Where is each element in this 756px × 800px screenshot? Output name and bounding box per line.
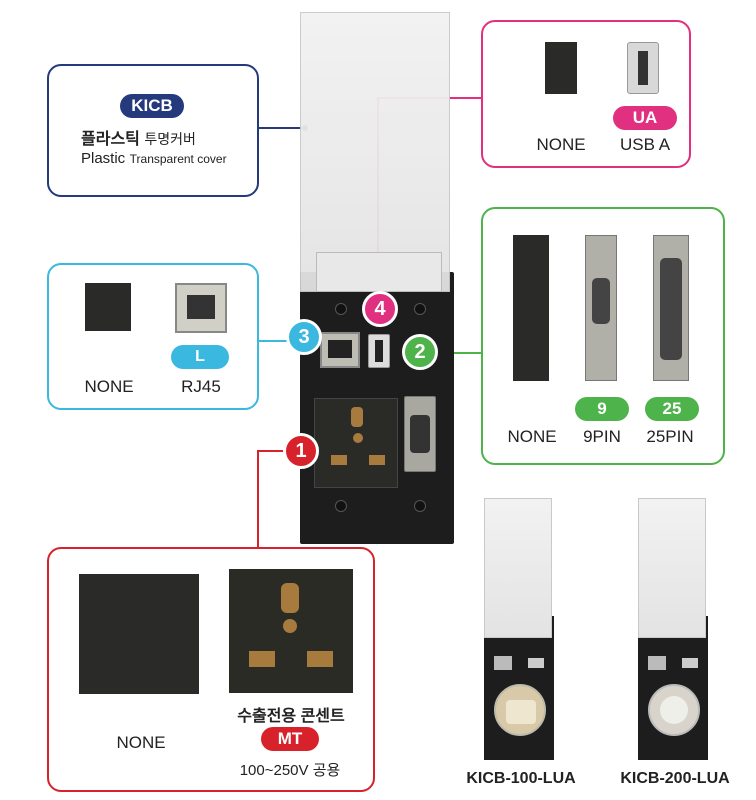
model-kicb-100-label: KICB-100-LUA <box>466 770 576 787</box>
outlet-code-badge: MT <box>261 727 319 751</box>
usb-a-label: USB A <box>619 135 671 154</box>
usb-code-badge: UA <box>613 106 677 130</box>
dsub-9pin-code-badge: 9 <box>575 397 629 421</box>
model-kicb-100 <box>478 498 560 760</box>
marker-1: 1 <box>283 433 319 469</box>
usb-port <box>528 658 544 668</box>
rj45-option-box: L NONE RJ45 <box>47 263 259 410</box>
rj45-code-badge: L <box>171 345 229 369</box>
usb-port <box>368 334 390 368</box>
main-device <box>298 12 456 544</box>
usb-port-image <box>627 42 659 94</box>
rj45-jack <box>648 656 666 670</box>
cover-korean-bold: 플라스틱 <box>81 131 140 148</box>
schuko-outlet <box>648 684 700 736</box>
outlet-none-label: NONE <box>116 733 166 752</box>
cover-hinge <box>316 252 442 292</box>
dsub-option-box: 9 25 NONE 9PIN 25PIN <box>481 207 725 465</box>
us-outlet <box>494 684 546 736</box>
none-blank-plate <box>513 235 549 381</box>
rj45-jack <box>320 332 360 368</box>
dsub-none-label: NONE <box>507 427 557 446</box>
transparent-cover <box>484 498 552 638</box>
screw <box>414 500 426 512</box>
usb-option-box: UA NONE USB A <box>481 20 691 168</box>
marker-2: 2 <box>402 334 438 370</box>
dsub-25pin-image <box>653 235 689 381</box>
cover-info-box: KICB 플라스틱 투명커버 Plastic Transparent cover <box>47 64 259 197</box>
model-kicb-200 <box>632 498 714 760</box>
outlet-panel <box>314 398 398 488</box>
cover-korean-light: 투명커버 <box>144 131 196 147</box>
outlet-image <box>229 569 353 693</box>
none-blank-plate <box>79 574 199 694</box>
rj45-jack <box>494 656 512 670</box>
usb-none-label: NONE <box>536 135 586 154</box>
outlet-voltage-label: 100~250V 공용 <box>239 762 341 779</box>
outlet-option-box: 수출전용 콘센트 MT NONE 100~250V 공용 <box>47 547 375 792</box>
dsub-9pin-image <box>585 235 617 381</box>
model-kicb-200-label: KICB-200-LUA <box>620 770 730 787</box>
cover-korean-line: 플라스틱 투명커버 <box>81 125 196 149</box>
dsub-25pin-code-badge: 25 <box>645 397 699 421</box>
screw <box>335 500 347 512</box>
outlet-title: 수출전용 콘센트 <box>237 708 345 725</box>
dsub-9pin-label: 9PIN <box>583 427 621 446</box>
kicb-badge: KICB <box>120 94 184 118</box>
marker-3: 3 <box>286 319 322 355</box>
screw <box>335 303 347 315</box>
none-blank-plate <box>545 42 577 94</box>
screw <box>414 303 426 315</box>
usb-port <box>682 658 698 668</box>
cover-english-bold: Plastic <box>81 150 126 167</box>
cover-english-light: Transparent cover <box>129 152 227 166</box>
cover-english-line: Plastic Transparent cover <box>81 150 227 168</box>
transparent-cover <box>300 12 450 292</box>
none-blank-plate <box>85 283 131 331</box>
rj45-jack-image <box>175 283 227 333</box>
rj45-label: RJ45 <box>181 377 221 396</box>
transparent-cover <box>638 498 706 638</box>
marker-4: 4 <box>362 291 398 327</box>
dsub-9pin-connector <box>404 396 436 472</box>
rj45-none-label: NONE <box>84 377 134 396</box>
dsub-25pin-label: 25PIN <box>646 427 694 446</box>
